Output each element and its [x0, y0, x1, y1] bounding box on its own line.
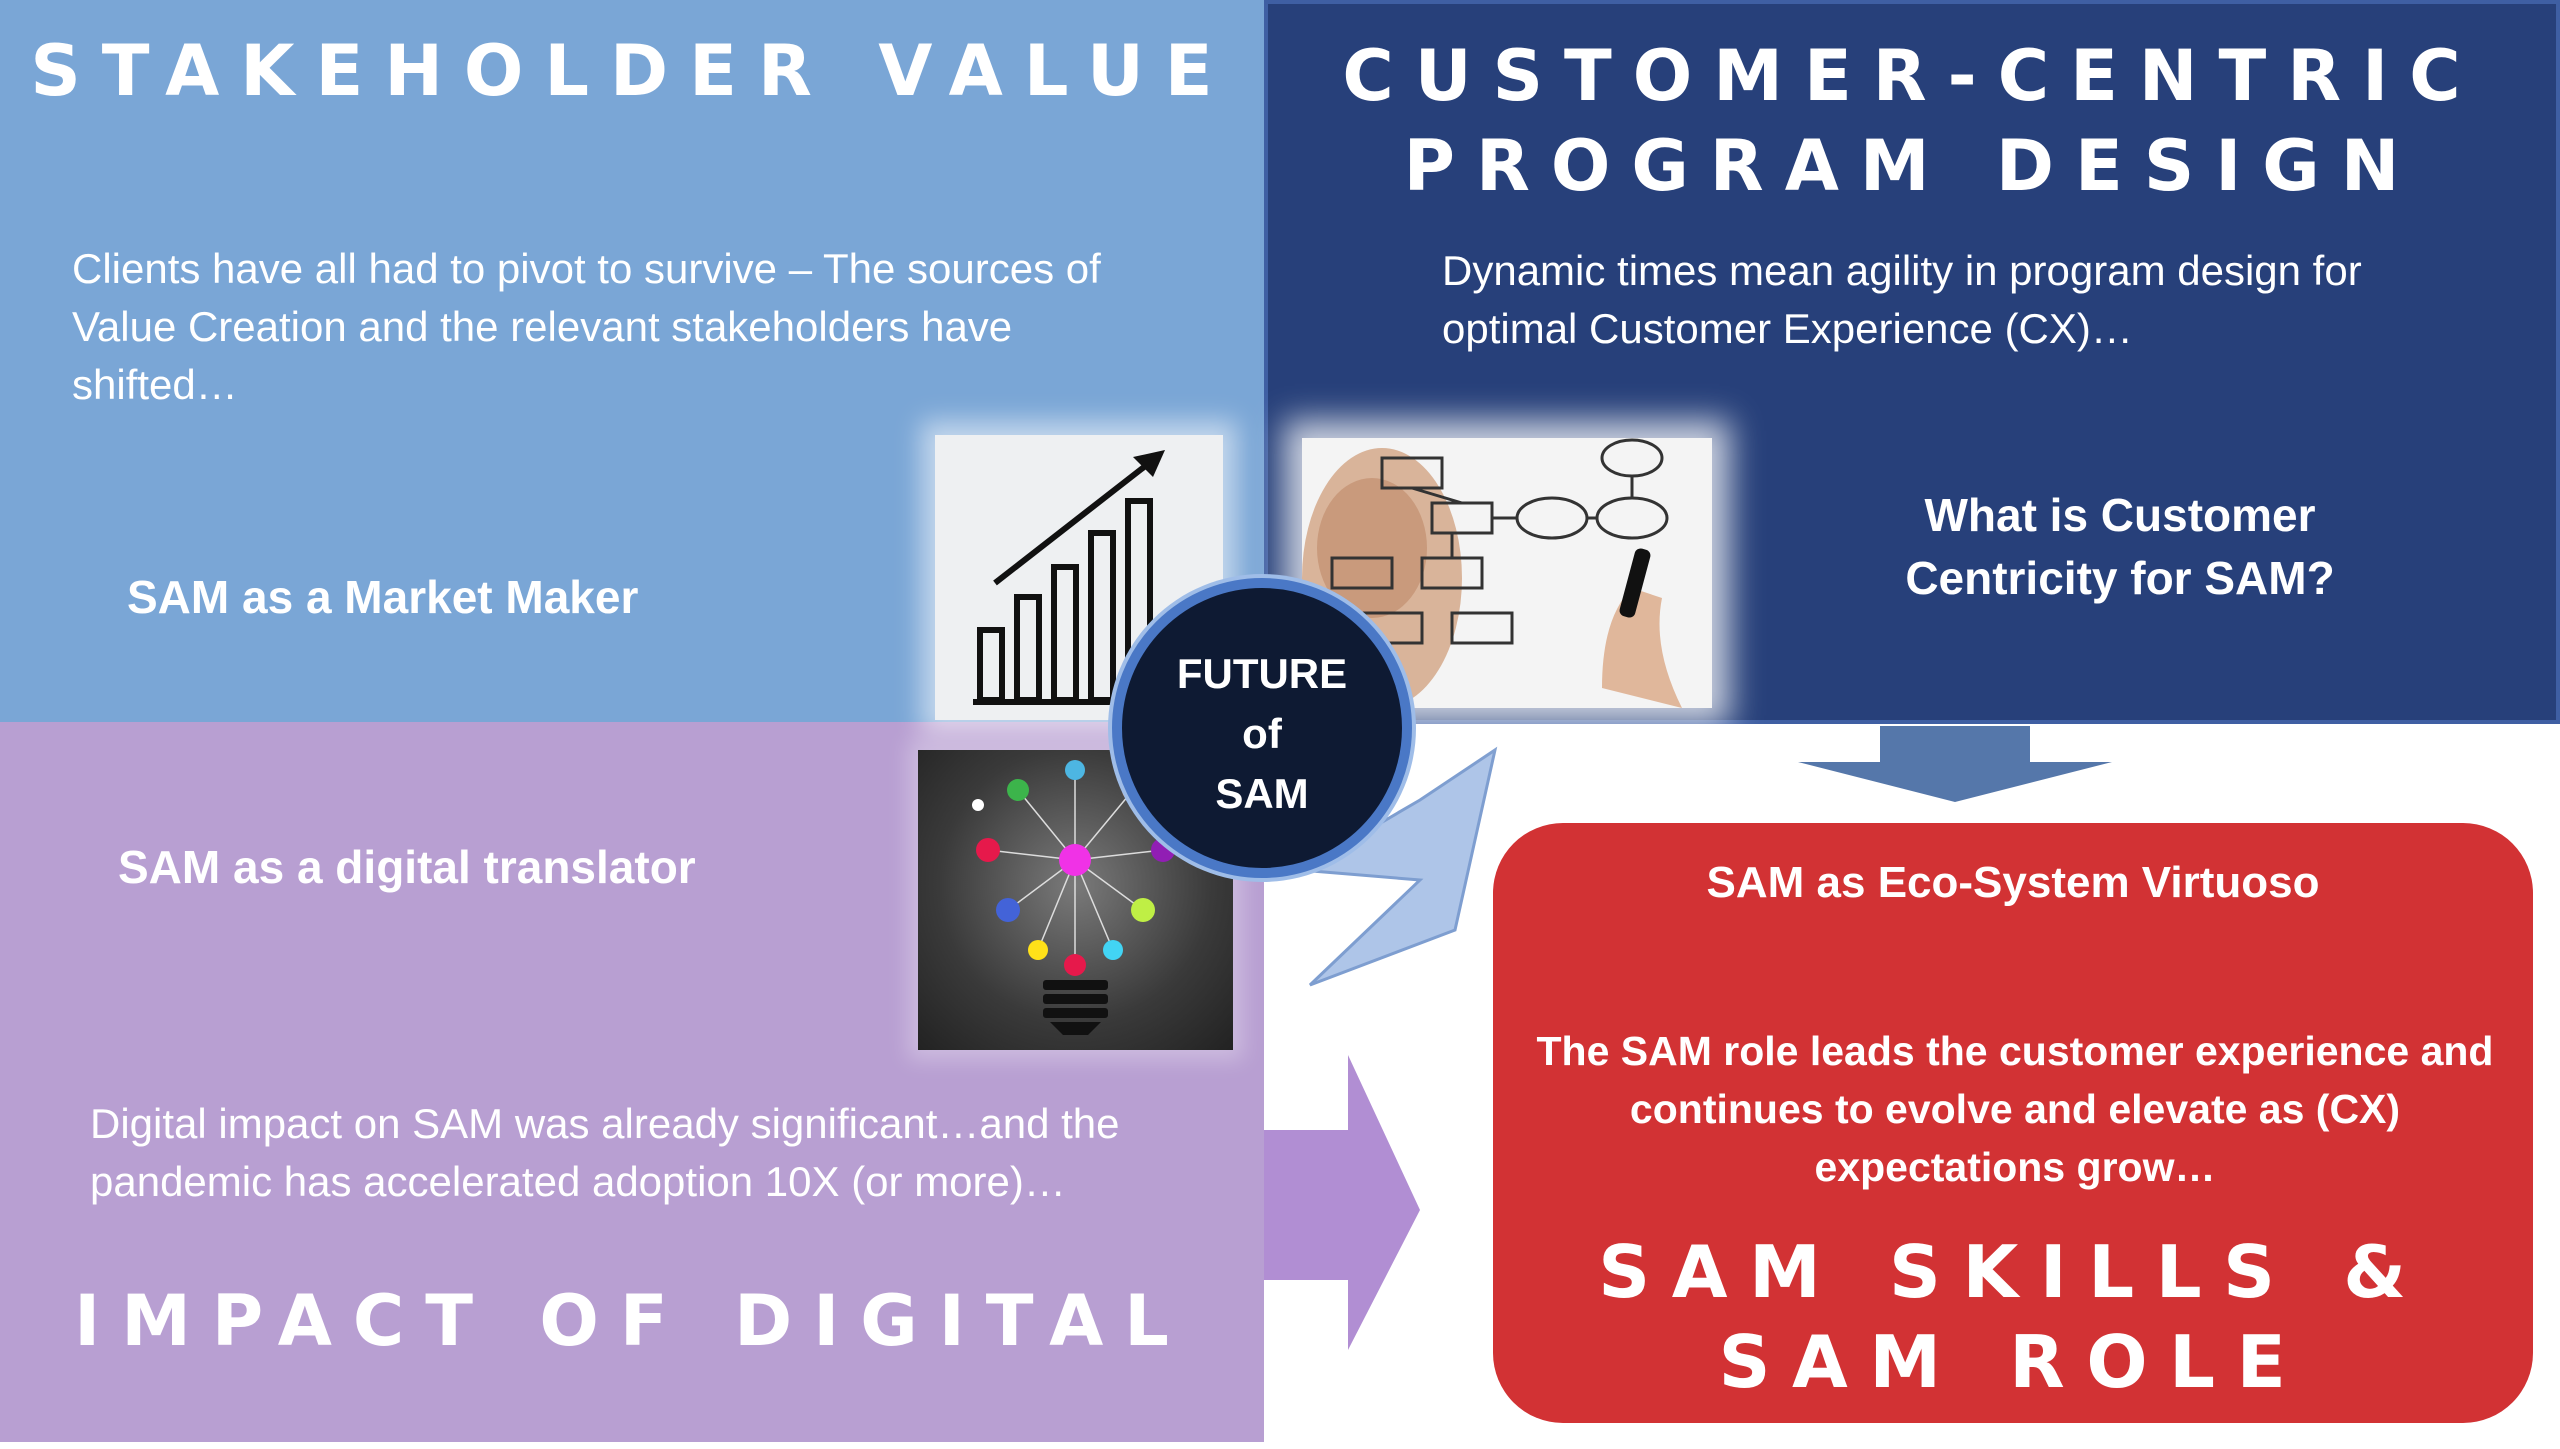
- sam-skills-box: [1493, 823, 2533, 1423]
- customer-centric-heading-line1: CUSTOMER-CENTRIC: [1342, 35, 2482, 117]
- of-label: of: [1242, 710, 1282, 757]
- growth-chart-icon: [973, 450, 1185, 705]
- sam-label: SAM: [1215, 770, 1309, 817]
- future-label: FUTURE: [1176, 650, 1348, 697]
- skills-body-text: The SAM role leads the customer experien…: [1536, 1028, 2494, 1190]
- sam-skills-heading-line2: SAM ROLE: [1718, 1320, 2308, 1404]
- right-arrow-icon: [1264, 1055, 1420, 1350]
- customer-centricity-question-line2: Centricity for SAM?: [1905, 552, 2335, 604]
- digital-body-text: Digital impact on SAM was already signif…: [90, 1100, 1120, 1205]
- future-of-sam-circle: FUTURE of SAM: [1112, 578, 1412, 878]
- impact-of-digital-heading: IMPACT OF DIGITAL: [74, 1280, 1190, 1362]
- down-arrow-icon: [1798, 726, 2112, 802]
- customer-centricity-question-line1: What is Customer: [1924, 489, 2316, 541]
- eco-system-virtuoso-title: SAM as Eco-System Virtuoso: [1706, 858, 2320, 907]
- customer-centric-heading-line2: PROGRAM DESIGN: [1403, 125, 2421, 207]
- stakeholder-value-heading: STAKEHOLDER VALUE: [30, 30, 1234, 112]
- sam-skills-heading-line1: SAM SKILLS &: [1598, 1230, 2428, 1314]
- market-maker-label: SAM as a Market Maker: [127, 571, 639, 623]
- digital-translator-label: SAM as a digital translator: [118, 841, 696, 893]
- diagonal-arrow-icon: [1295, 746, 1498, 987]
- customer-centric-body-text: Dynamic times mean agility in program de…: [1442, 247, 2362, 352]
- stakeholder-body-text: Clients have all had to pivot to survive…: [72, 245, 1101, 408]
- lightbulb-network-icon: [972, 760, 1179, 1035]
